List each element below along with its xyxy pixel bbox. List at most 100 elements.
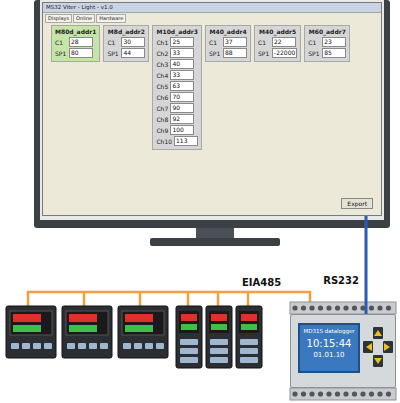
value-row: SP1-22000 xyxy=(258,48,297,58)
channel-label: C1 xyxy=(209,39,221,46)
controller-button xyxy=(44,343,52,349)
terminal-screw xyxy=(301,305,306,310)
green-digits xyxy=(69,325,97,332)
monitor-neck xyxy=(196,228,234,238)
controller-housing xyxy=(236,306,262,368)
bus-label: EIA485 xyxy=(242,277,281,288)
channel-label: Ch7 xyxy=(156,105,168,112)
value-field: 23 xyxy=(322,37,346,47)
value-row: Ch670 xyxy=(156,92,198,102)
value-field: 85 xyxy=(322,48,346,58)
panel-heading: M60_addr7 xyxy=(308,28,346,35)
keypad-key xyxy=(383,341,393,353)
value-field: 33 xyxy=(170,70,194,80)
value-field: -22000 xyxy=(272,48,297,58)
terminal-screw xyxy=(292,391,297,396)
channel-label: Ch3 xyxy=(156,61,168,68)
terminal-screw xyxy=(386,305,391,310)
controller-housing xyxy=(118,306,168,358)
value-row: C128 xyxy=(55,37,96,47)
panel-controller xyxy=(6,306,56,358)
edge-label: RS232 xyxy=(322,275,360,286)
controller-display xyxy=(179,311,199,333)
arrow-key-symbol xyxy=(374,358,382,364)
green-digits xyxy=(125,325,153,332)
arrow-key-symbol xyxy=(374,330,382,336)
terminal-screw xyxy=(352,391,357,396)
terminal-screw xyxy=(369,305,374,310)
export-button: Export xyxy=(341,198,373,209)
controller-button xyxy=(156,343,164,349)
value-row: Ch892 xyxy=(156,114,198,124)
controller-button xyxy=(100,343,108,349)
controller-button xyxy=(240,339,258,345)
controller-display xyxy=(239,311,259,333)
monitor-screen xyxy=(40,0,384,220)
controller-button xyxy=(210,348,228,354)
terminal-screw xyxy=(377,391,382,396)
value-row: SP188 xyxy=(209,48,247,58)
keypad-key xyxy=(373,327,383,339)
value-field: 90 xyxy=(170,103,194,113)
channel-label: Ch2 xyxy=(156,50,168,57)
channel-label: SP1 xyxy=(209,50,221,57)
datalogger: MD31S datalogger10:15:4401.01.10 xyxy=(290,314,396,388)
terminal-screw xyxy=(318,305,323,310)
controller-housing xyxy=(6,306,56,358)
value-field: 70 xyxy=(170,92,194,102)
value-row: Ch125 xyxy=(156,37,198,47)
tab-row: DisplaysOnlineHardware xyxy=(45,14,126,23)
bus-drop xyxy=(247,292,250,306)
tab-label: Online xyxy=(73,14,95,23)
datalogger-display: MD31S datalogger10:15:4401.01.10 xyxy=(298,323,360,373)
value-field: 80 xyxy=(69,48,93,58)
controller-button xyxy=(180,357,198,363)
bus-drop xyxy=(83,292,86,306)
bus-wire xyxy=(28,292,310,306)
terminal-screw xyxy=(369,391,374,396)
channel-label: C1 xyxy=(55,39,67,46)
monitor-bezel xyxy=(34,0,390,228)
value-field: 22 xyxy=(272,37,296,47)
value-field: 25 xyxy=(170,37,194,47)
bus-drop xyxy=(139,292,142,306)
device-panel: M60_addr7C123SP185 xyxy=(304,25,350,62)
green-digits xyxy=(241,324,257,330)
keypad-key xyxy=(363,341,373,353)
value-field: 92 xyxy=(170,114,194,124)
channel-label: C1 xyxy=(258,39,270,46)
value-field: 100 xyxy=(170,125,194,135)
value-field: 63 xyxy=(170,81,194,91)
value-row: C130 xyxy=(107,37,145,47)
terminal-screw xyxy=(301,391,306,396)
controller-housing xyxy=(62,306,112,358)
bus-drop xyxy=(217,292,220,306)
tab-label: Displays xyxy=(45,14,72,23)
panel-heading: M80d_addr1 xyxy=(55,28,96,35)
terminal-screw xyxy=(292,305,297,310)
controller-housing xyxy=(176,306,202,368)
value-row: Ch563 xyxy=(156,81,198,91)
value-row: Ch340 xyxy=(156,59,198,69)
panel-controller xyxy=(62,306,112,358)
panel-heading: M10d_addr3 xyxy=(156,28,198,35)
window-title: MS32 Viter - Light - v1.0 xyxy=(43,3,381,12)
value-field: 40 xyxy=(170,59,194,69)
controller-button xyxy=(78,343,86,349)
device-panel: M40_addr5C122SP1-22000 xyxy=(254,25,301,62)
din-controller xyxy=(236,306,262,368)
terminal-screw xyxy=(343,391,348,396)
value-row: Ch433 xyxy=(156,70,198,80)
device-panel: M80d_addr1C128SP180 xyxy=(51,25,100,62)
terminal-screw xyxy=(352,305,357,310)
green-digits xyxy=(181,324,197,330)
controller-button xyxy=(134,343,142,349)
value-field: 30 xyxy=(121,37,145,47)
terminal-strip xyxy=(290,388,396,400)
keypad-key xyxy=(373,355,383,367)
panel-controller xyxy=(118,306,168,358)
channel-label: Ch10 xyxy=(156,138,172,145)
value-row: Ch10113 xyxy=(156,136,198,146)
controller-button xyxy=(22,343,30,349)
clock-date: 01.01.10 xyxy=(300,351,358,359)
